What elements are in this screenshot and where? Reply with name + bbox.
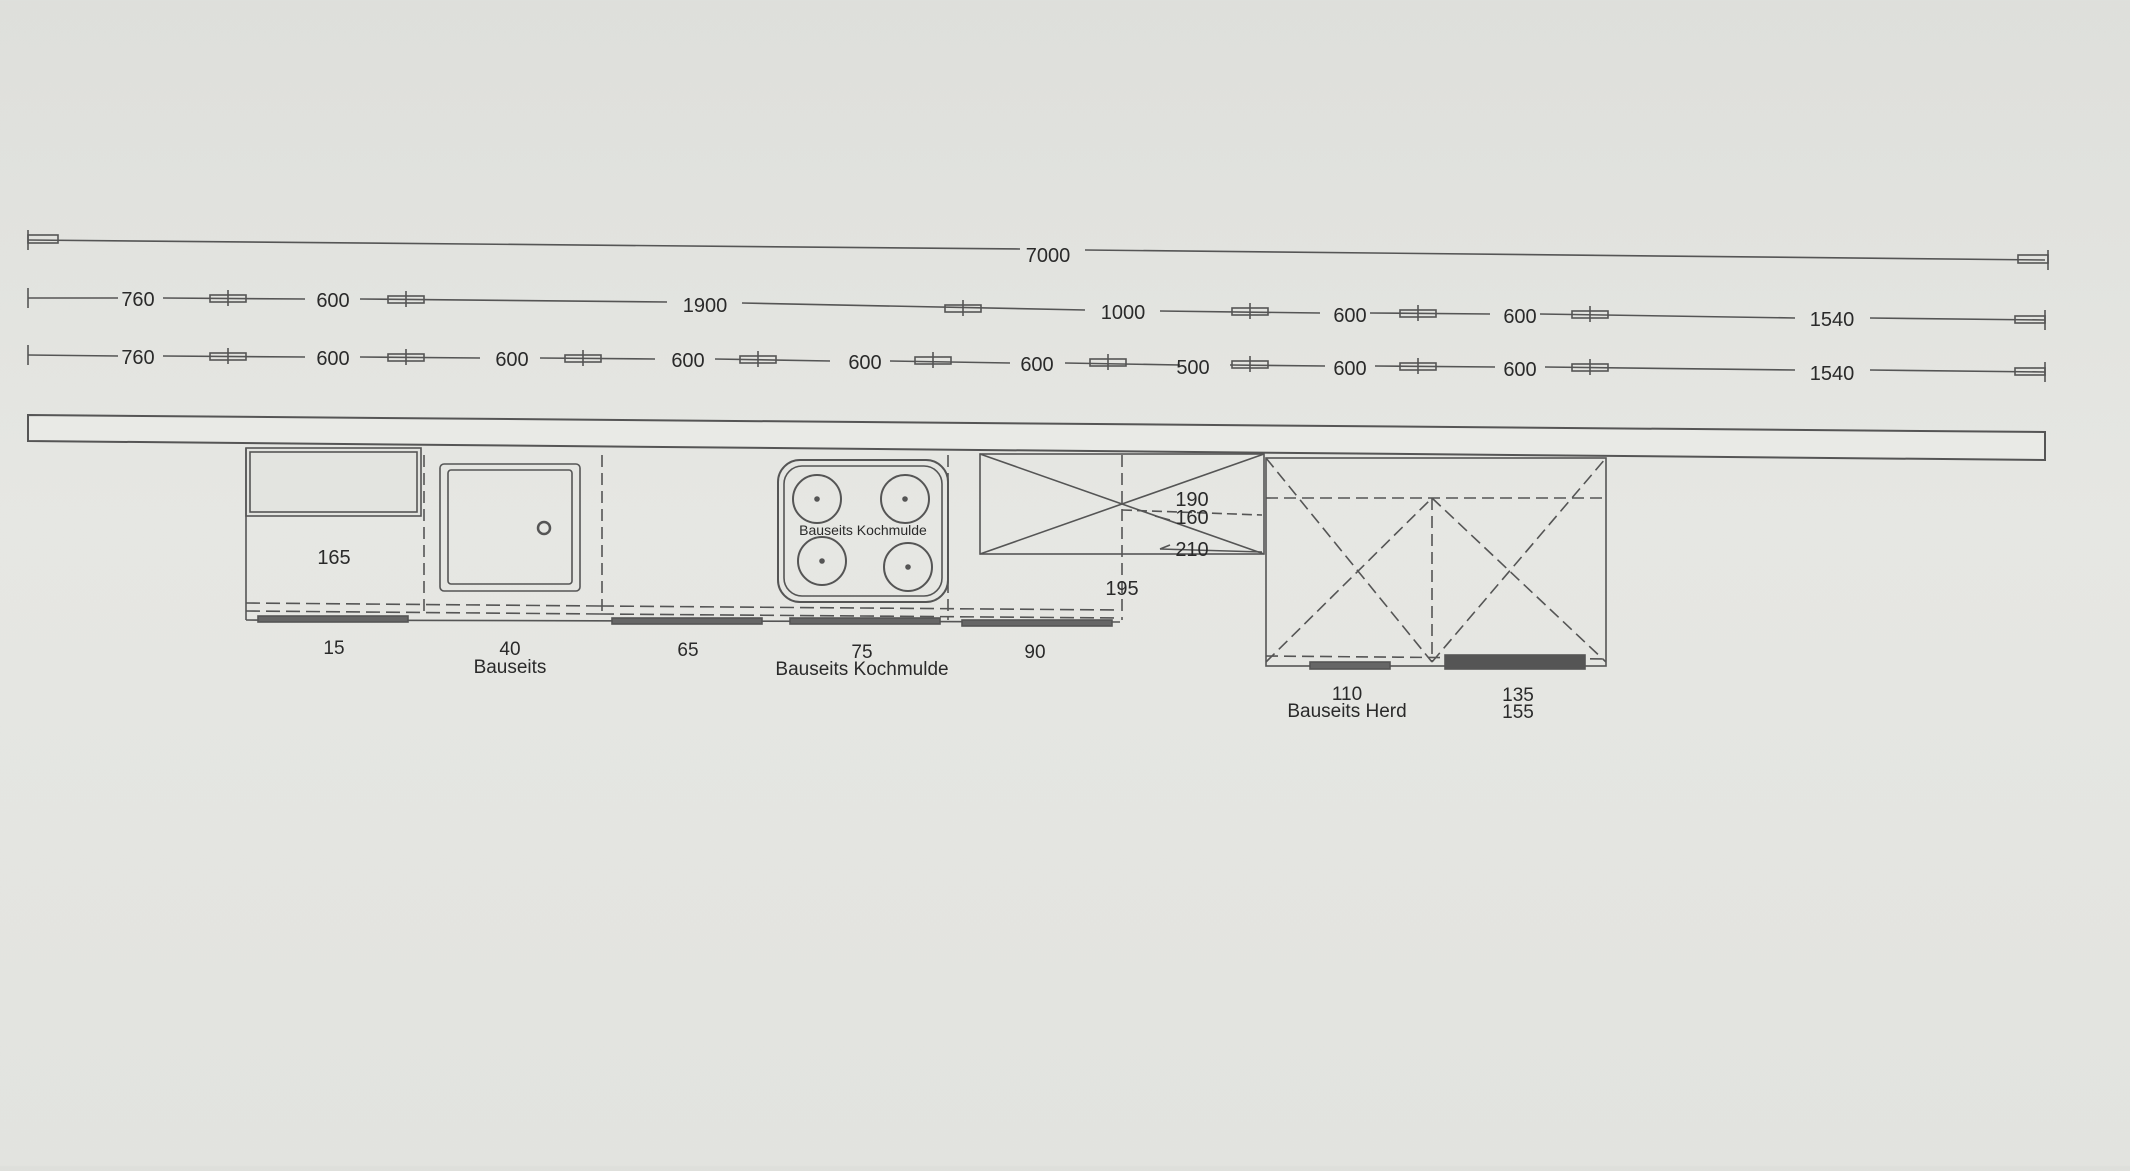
row1-dim-7: 1540 (1810, 309, 1855, 331)
row1-dim-2: 600 (316, 290, 349, 312)
position-135: 135 (1502, 685, 1534, 706)
position-75: 75 (851, 642, 872, 663)
dim-190-label: 190 (1175, 489, 1208, 511)
hob-cabinet (777, 455, 949, 625)
position-110: 110 (1332, 684, 1362, 705)
row2-dim-6: 600 (1020, 354, 1053, 376)
position-110-note: Bauseits Herd (1287, 701, 1406, 722)
plain-cabinet (599, 605, 1121, 625)
row2-dim-9: 600 (1503, 359, 1536, 381)
sink-cabinet (423, 455, 603, 615)
row2-dim-8: 600 (1333, 358, 1366, 380)
row2-dim-2: 600 (316, 348, 349, 370)
worktop (27, 413, 2046, 462)
dimension-row-1-line (27, 288, 2046, 330)
position-15: 15 (323, 638, 344, 659)
total-dimension-line (27, 230, 2049, 270)
cabinet-drawer-unit (245, 447, 1121, 623)
position-65: 65 (677, 640, 698, 661)
row2-dim-3: 600 (495, 349, 528, 371)
dimension-row-1: 760 600 1900 1000 600 600 1540 (121, 289, 1854, 331)
dimension-row-2: 760 600 600 600 600 600 500 600 600 1540 (121, 347, 1854, 385)
dim-195-label: 195 (1105, 578, 1138, 600)
row1-dim-3: 1900 (683, 295, 728, 317)
row2-dim-4: 600 (671, 350, 704, 372)
position-40: 40 (499, 639, 520, 660)
cabinet-with-cross (961, 453, 1265, 627)
row1-dim-5: 600 (1333, 305, 1366, 327)
position-labels: 15 40 Bauseits 65 75 Bauseits Kochmulde … (323, 638, 1533, 723)
row2-dim-5: 600 (848, 352, 881, 374)
row2-dim-10: 1540 (1810, 363, 1855, 385)
hob-inner-label: Bauseits Kochmulde (799, 522, 927, 538)
position-155: 155 (1502, 702, 1534, 723)
row2-dim-7: 500 (1176, 357, 1209, 379)
row1-dim-1: 760 (121, 289, 154, 311)
row2-dim-1: 760 (121, 347, 154, 369)
dim-210-label: 210 (1175, 539, 1208, 561)
dim-160-label: 160 (1175, 507, 1208, 529)
drawer-height-label: 165 (317, 547, 350, 569)
dimension-row-2-line (27, 345, 2046, 382)
total-dimension-label: 7000 (1026, 245, 1071, 267)
row1-dim-6: 600 (1503, 306, 1536, 328)
position-90: 90 (1024, 642, 1045, 663)
position-75-note: Bauseits Kochmulde (775, 659, 948, 680)
position-40-note: Bauseits (474, 657, 547, 678)
row1-dim-4: 1000 (1101, 302, 1146, 324)
oven-cabinet (1265, 457, 1607, 670)
